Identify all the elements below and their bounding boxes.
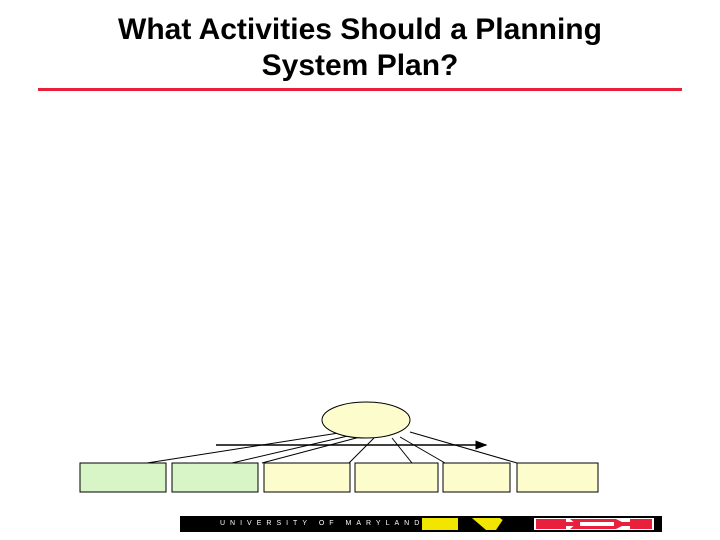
connector-line [231, 434, 353, 464]
child-box-yellow-2 [354, 462, 439, 493]
parent-oval-node [321, 401, 411, 439]
connector-line [399, 436, 446, 464]
slide-title-line-2: System Plan? [261, 49, 459, 82]
university-footer-banner: UNIVERSITY OF MARYLAND [180, 516, 662, 532]
connector-lines [146, 431, 518, 464]
connector-line [348, 437, 375, 464]
slide-title: What Activities Should a Planning System… [40, 12, 680, 84]
connector-line [146, 431, 346, 464]
child-box-green-1 [79, 462, 167, 493]
connector-line [391, 437, 413, 464]
child-box-yellow-3 [442, 462, 511, 493]
child-box-yellow-1 [263, 462, 351, 493]
connector-line [261, 436, 361, 464]
maryland-flag-graphic [420, 517, 656, 531]
title-underline [38, 88, 682, 91]
child-box-yellow-4 [516, 462, 599, 493]
child-box-green-2 [171, 462, 259, 493]
connector-line [409, 431, 518, 464]
university-name: UNIVERSITY OF MARYLAND [220, 520, 425, 527]
slide-title-line-1: What Activities Should a Planning [118, 13, 602, 46]
